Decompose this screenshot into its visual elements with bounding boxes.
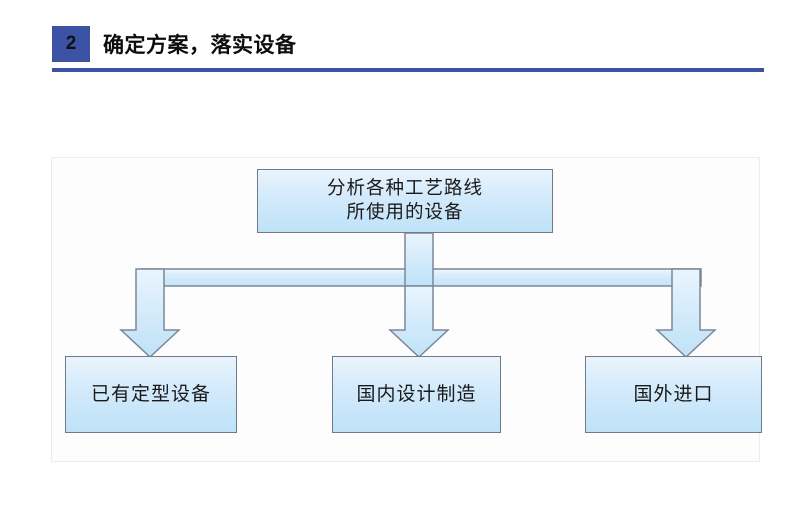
flowchart-node-branch-2: 国内设计制造 [332, 356, 501, 433]
step-number-badge: 2 [52, 26, 90, 62]
page-title: 确定方案，落实设备 [103, 34, 297, 57]
flowchart-node-branch-1: 已有定型设备 [65, 356, 237, 433]
flowchart-node-root: 分析各种工艺路线 所使用的设备 [257, 169, 553, 233]
arrow-down-middle-icon [388, 285, 450, 359]
flowchart-container: 分析各种工艺路线 所使用的设备 已有定型设备 国内设计制造 国外进口 [51, 157, 762, 462]
slide-header: 2 确定方案，落实设备 [0, 0, 808, 90]
flowchart-node-root-line2: 所使用的设备 [346, 202, 464, 223]
flowchart-connectors [119, 232, 717, 359]
header-divider [52, 68, 764, 72]
arrow-down-left-icon [119, 268, 181, 359]
flowchart-node-root-line1: 分析各种工艺路线 [326, 177, 483, 199]
arrow-down-right-icon [655, 268, 717, 359]
connector-center-stem [404, 232, 434, 287]
flowchart-node-branch-3: 国外进口 [585, 356, 762, 433]
